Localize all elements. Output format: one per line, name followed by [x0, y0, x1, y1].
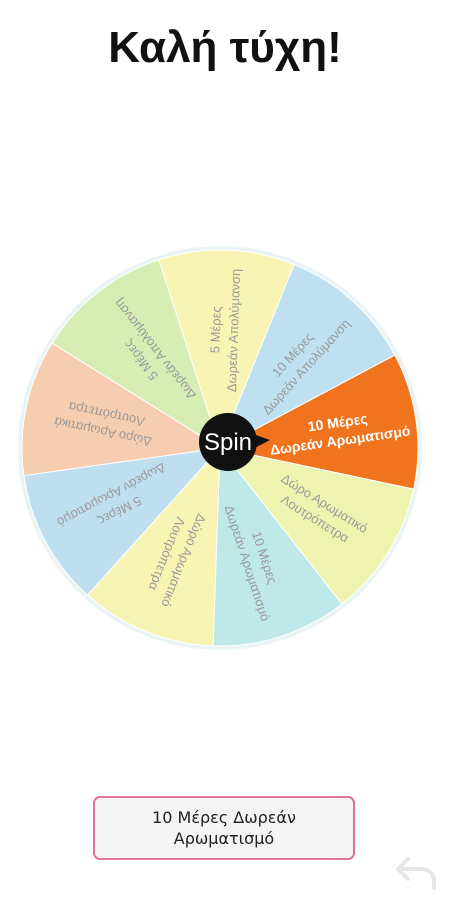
wheel-segments: [18, 246, 422, 650]
page-title: Καλή τύχη!: [108, 23, 342, 72]
spin-button-label: Spin: [204, 429, 252, 456]
wheel-segment: [158, 249, 295, 450]
spin-button-circle[interactable]: [199, 413, 257, 471]
wheel-segment: [23, 447, 222, 596]
wheel-segment: [218, 354, 419, 490]
wheel-segment: [212, 446, 343, 647]
undo-arrow-icon: [396, 857, 436, 890]
wheel-segment: [21, 342, 222, 477]
undo-button[interactable]: [394, 852, 438, 892]
result-display: 10 Μέρες Δωρεάν Αρωματισμό: [93, 796, 355, 860]
wheel-segment-label: 5 ΜέρεςΔωρεάν Απολύμανση: [206, 268, 243, 393]
wheel-segment: [219, 263, 396, 450]
wheel-segment: [51, 259, 221, 450]
wheel-segment: [86, 446, 221, 647]
spin-button[interactable]: Spin: [199, 413, 270, 471]
wheel-segment: [218, 447, 415, 605]
